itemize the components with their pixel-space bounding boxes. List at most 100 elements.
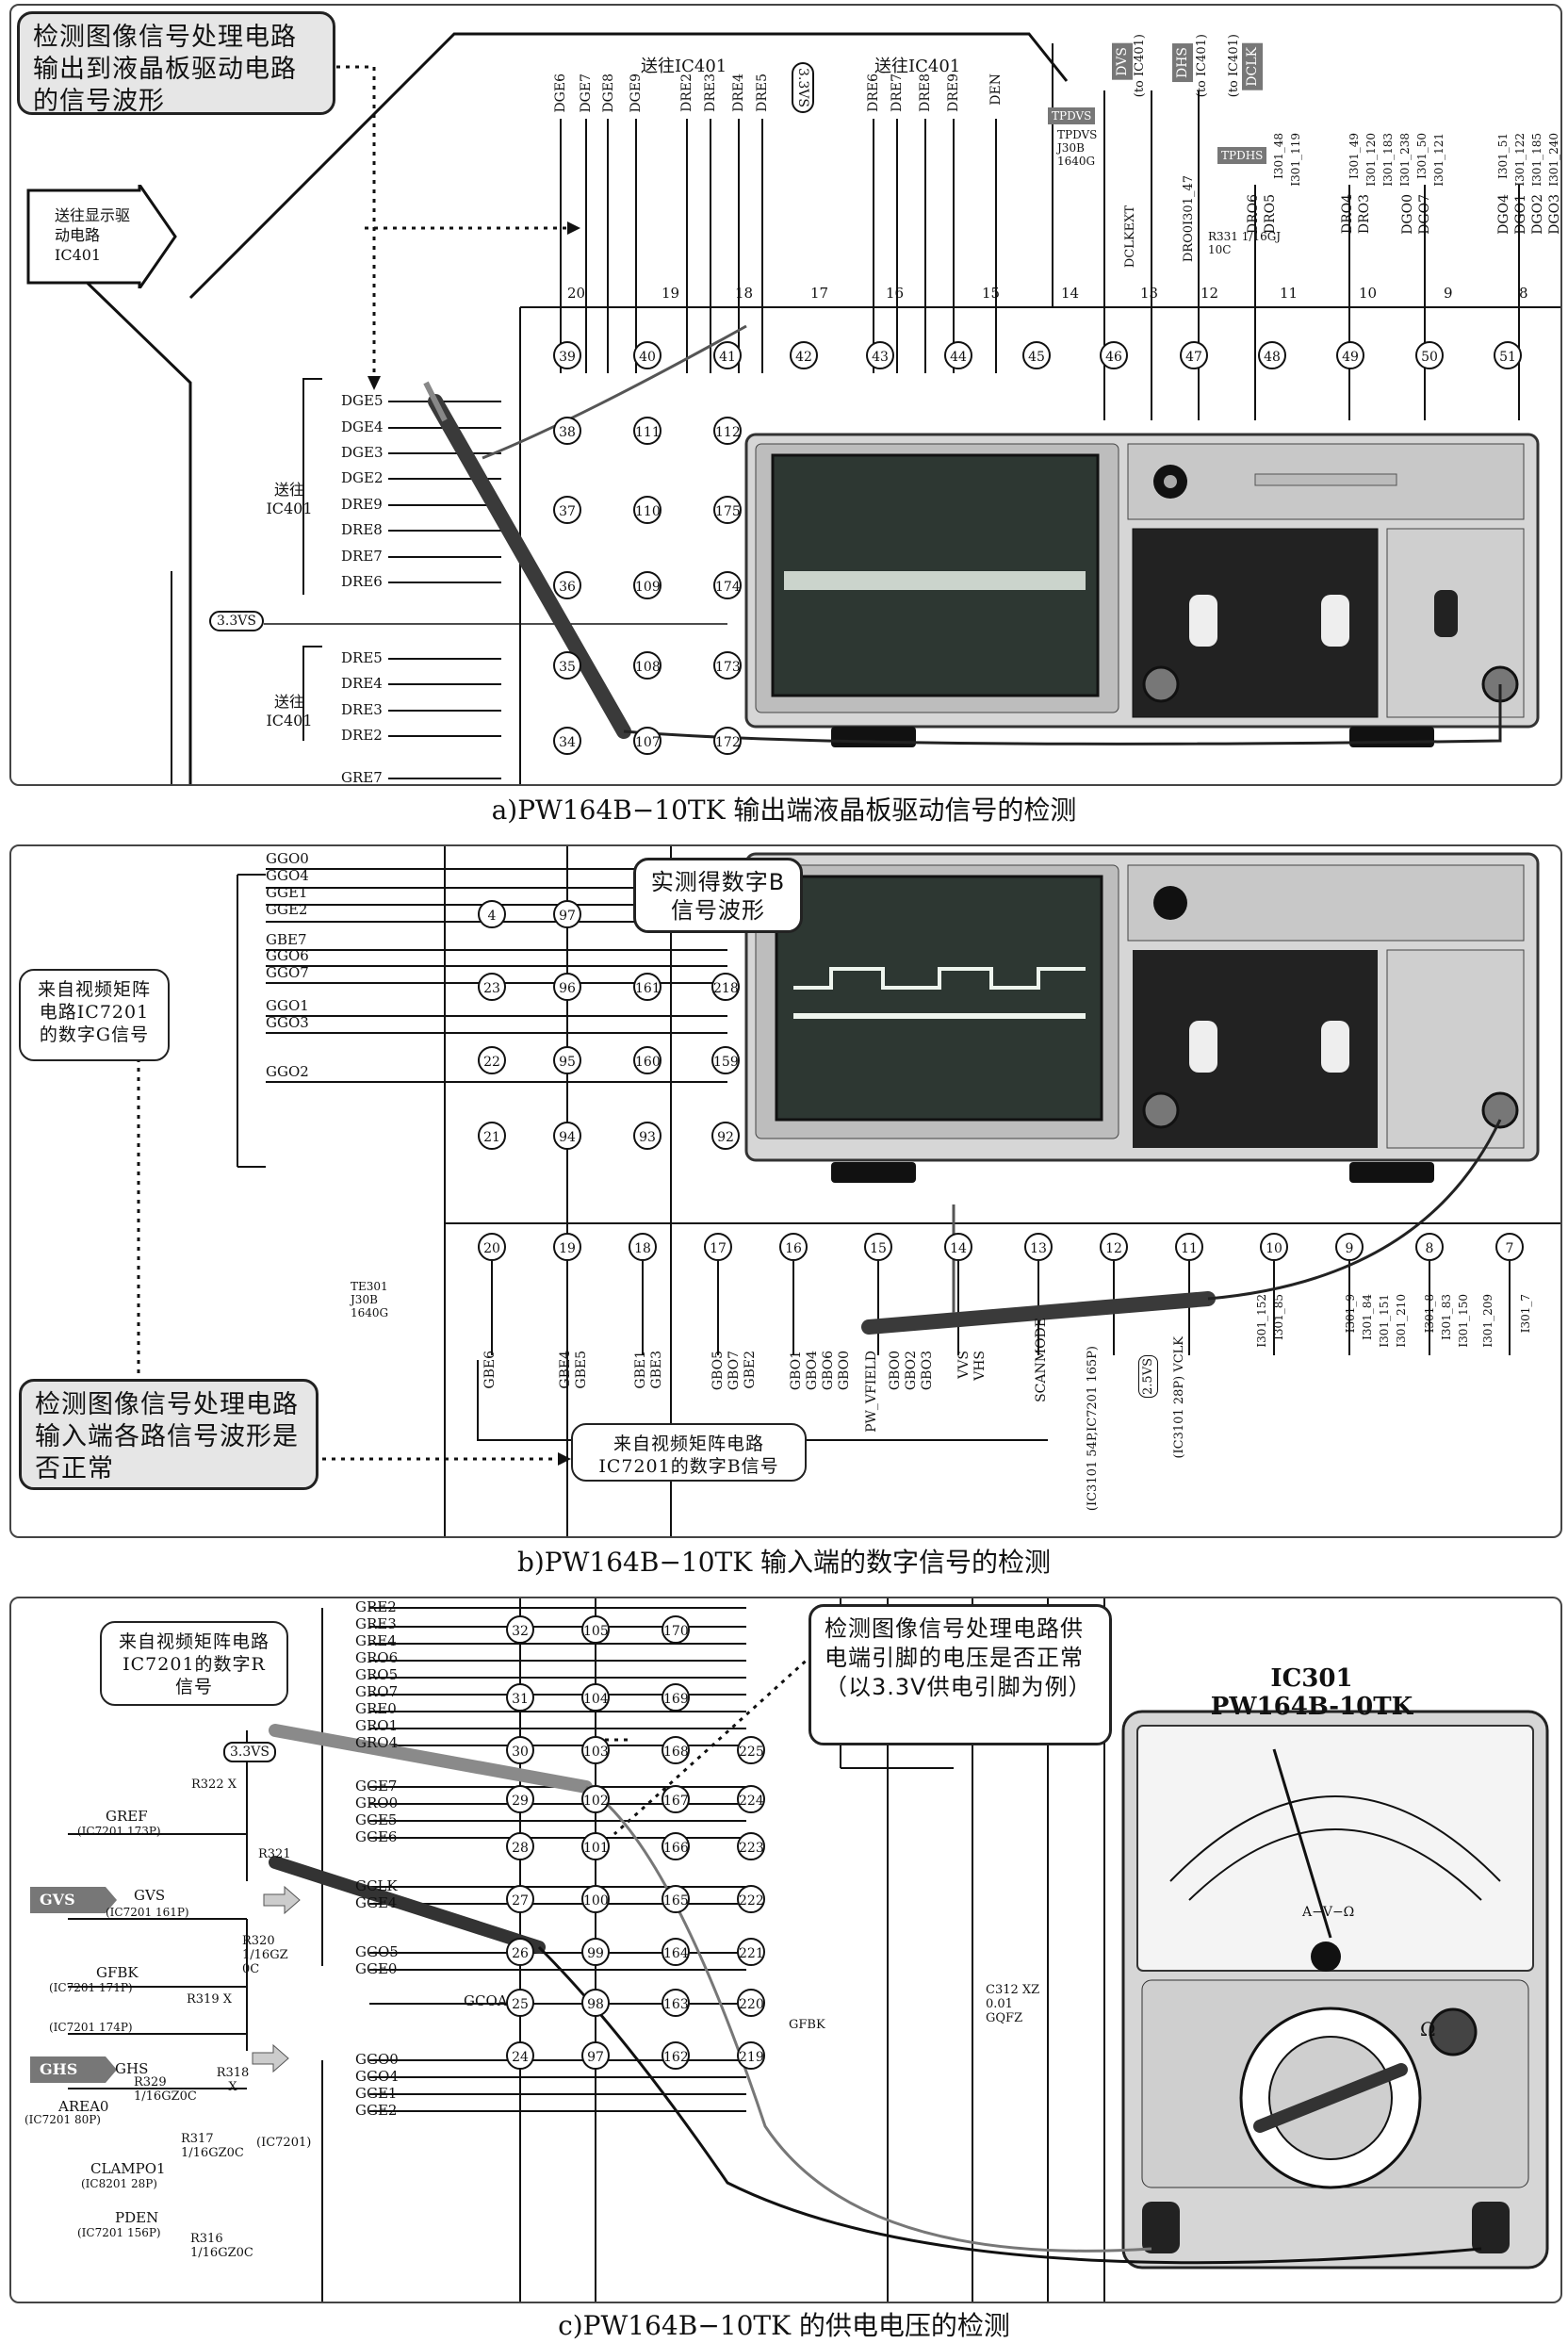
b-bottom-sig-6: GBO7 — [727, 1351, 742, 1391]
pin-172: 172 — [713, 727, 742, 755]
b-right-ic-1: I301_85 — [1272, 1294, 1285, 1340]
b-left-signal-8: GGO3 — [266, 1014, 309, 1031]
right-ic-pin-2: I301_49 — [1348, 133, 1361, 179]
b-bottom-sig-11: GBO0 — [837, 1351, 852, 1391]
r321-label: R321 — [258, 1847, 291, 1861]
right-signal-5: DGO7 — [1417, 194, 1432, 235]
left-signal-a-0: DGE5 — [341, 392, 384, 409]
b-bottom-sig-14: GBO2 — [904, 1351, 919, 1391]
c-left-sig-13: GCLK — [355, 1877, 398, 1894]
c-input-5-src: (IC7201 80P) — [24, 2113, 101, 2126]
pin-42: 42 — [790, 341, 818, 369]
pin-37: 37 — [553, 496, 581, 524]
left-signal-a-6: DRE7 — [341, 548, 383, 565]
top-signal-dge9: DGE9 — [629, 74, 644, 113]
right-signal-1: DRO5 — [1263, 194, 1278, 235]
pin-173: 173 — [713, 651, 742, 680]
b-bottom-sig-13: GBO0 — [888, 1351, 903, 1391]
c-pin-225: 225 — [737, 1736, 765, 1764]
c-input-0: GREF — [106, 1808, 148, 1825]
c-pin-220: 220 — [737, 1989, 765, 2017]
left-signal-b-2: DRE3 — [341, 701, 383, 718]
right-ic-pin-1: I301_119 — [1289, 133, 1302, 187]
pin-107: 107 — [633, 727, 662, 755]
right-ic-pin-9: I301_122 — [1513, 133, 1527, 187]
b-pin-94: 94 — [553, 1122, 581, 1150]
c-input-4: GHS — [115, 2060, 149, 2077]
callout-source-r: 来自视频矩阵电路IC7201的数字R信号 — [100, 1621, 288, 1706]
b-left-signal-4: GBE7 — [266, 931, 307, 948]
b-bottom-pin-13: 13 — [1024, 1233, 1053, 1261]
b-bottom-pin-16: 16 — [779, 1233, 808, 1261]
right-signal-9: DGO3 — [1547, 194, 1562, 235]
tag-dvs-to: (to IC401) — [1133, 34, 1147, 98]
pin-48: 48 — [1258, 341, 1286, 369]
pin-41: 41 — [713, 341, 742, 369]
pin-109: 109 — [633, 571, 662, 599]
b-bottom-sig-10: GBO6 — [821, 1351, 836, 1391]
c-input-2: GFBK — [96, 1964, 139, 1981]
gfbk-label: GFBK — [789, 2018, 825, 2032]
top-signal-dre6: DRE6 — [866, 74, 881, 112]
c-left-sig-9: GGE7 — [355, 1778, 398, 1794]
left-signal-a-2: DGE3 — [341, 444, 384, 461]
meter-omega-label: Ω — [1420, 2018, 1436, 2040]
c-pin-97: 97 — [581, 2041, 610, 2070]
r318-label: R318 X — [216, 2066, 250, 2094]
pin-43: 43 — [866, 341, 894, 369]
b-bottom-sig-18: SCANMODE — [1034, 1318, 1049, 1402]
b-bottom-sig-7: GBE2 — [743, 1351, 758, 1389]
b-te-label: TE301 J30B 1640G — [351, 1280, 389, 1319]
c312-label: C312 XZ 0.01 GQFZ — [986, 1983, 1040, 2025]
bus-num-16: 16 — [886, 285, 905, 302]
multimeter — [1121, 1710, 1549, 2269]
b-bottom-pin-19: 19 — [553, 1233, 581, 1261]
r316-label: R316 1/16GZ0C — [190, 2232, 253, 2260]
top-signal-dre4: DRE4 — [731, 74, 746, 112]
pin-40: 40 — [633, 341, 662, 369]
b-pin-161: 161 — [633, 973, 662, 1001]
b-pin-92: 92 — [711, 1122, 740, 1150]
r329-label: R329 1/16GZ0C — [134, 2075, 197, 2104]
b-bottom-pin-10: 10 — [1260, 1233, 1288, 1261]
c-pin-32: 32 — [506, 1615, 534, 1644]
pin-51: 51 — [1494, 341, 1522, 369]
c-input-3-src: (IC7201 174P) — [49, 2021, 133, 2034]
b-pin-159: 159 — [711, 1046, 740, 1074]
side-label-lower: 送往IC401 — [266, 693, 313, 729]
drooi-label: DRO0I301_47 — [1182, 175, 1196, 263]
b-left-signal-7: GGO1 — [266, 997, 309, 1014]
c-pin-28: 28 — [506, 1832, 534, 1860]
b-left-signal-6: GGO7 — [266, 964, 309, 981]
c-left-sig-11: GGE5 — [355, 1811, 398, 1828]
b-pin-22: 22 — [478, 1046, 506, 1074]
c-pin-165: 165 — [662, 1885, 690, 1913]
panel-b: 实测得数字B信号波形 来自视频矩阵电路IC7201的数字G信号 检测图像信号处理… — [9, 844, 1562, 1538]
bottom-signal-gre7: GRE7 — [341, 769, 383, 786]
c-input-6-src: (IC8201 28P) — [81, 2177, 157, 2190]
b-bottom-pin-20: 20 — [478, 1233, 506, 1261]
c-left-sig-18: GGO0 — [355, 2051, 399, 2068]
right-ic-pin-10: I301_185 — [1530, 133, 1544, 187]
b-pin-95: 95 — [553, 1046, 581, 1074]
pin-49: 49 — [1336, 341, 1364, 369]
b-pin-96: 96 — [553, 973, 581, 1001]
pin-34: 34 — [553, 727, 581, 755]
b-bottom-sig-5: GBO5 — [710, 1351, 726, 1391]
c-pin-26: 26 — [506, 1938, 534, 1966]
c-left-sig-21: GGE2 — [355, 2102, 398, 2119]
b-pin-23: 23 — [478, 973, 506, 1001]
right-ic-pin-4: I301_183 — [1381, 133, 1395, 187]
right-signal-2: DRO4 — [1340, 194, 1355, 235]
c-pin-104: 104 — [581, 1683, 610, 1712]
c-pin-224: 224 — [737, 1785, 765, 1813]
right-signal-3: DRO3 — [1357, 194, 1372, 235]
c-pin-219: 219 — [737, 2041, 765, 2070]
right-signal-0: DRO6 — [1246, 194, 1261, 235]
pin-47: 47 — [1180, 341, 1208, 369]
b-bottom-sig-4: GBE3 — [649, 1351, 664, 1389]
b-bottom-sig-1: GBE4 — [558, 1351, 573, 1389]
left-signal-a-4: DRE9 — [341, 496, 383, 513]
bus-num-14: 14 — [1061, 285, 1080, 302]
top-signal-dge8: DGE8 — [601, 74, 616, 113]
